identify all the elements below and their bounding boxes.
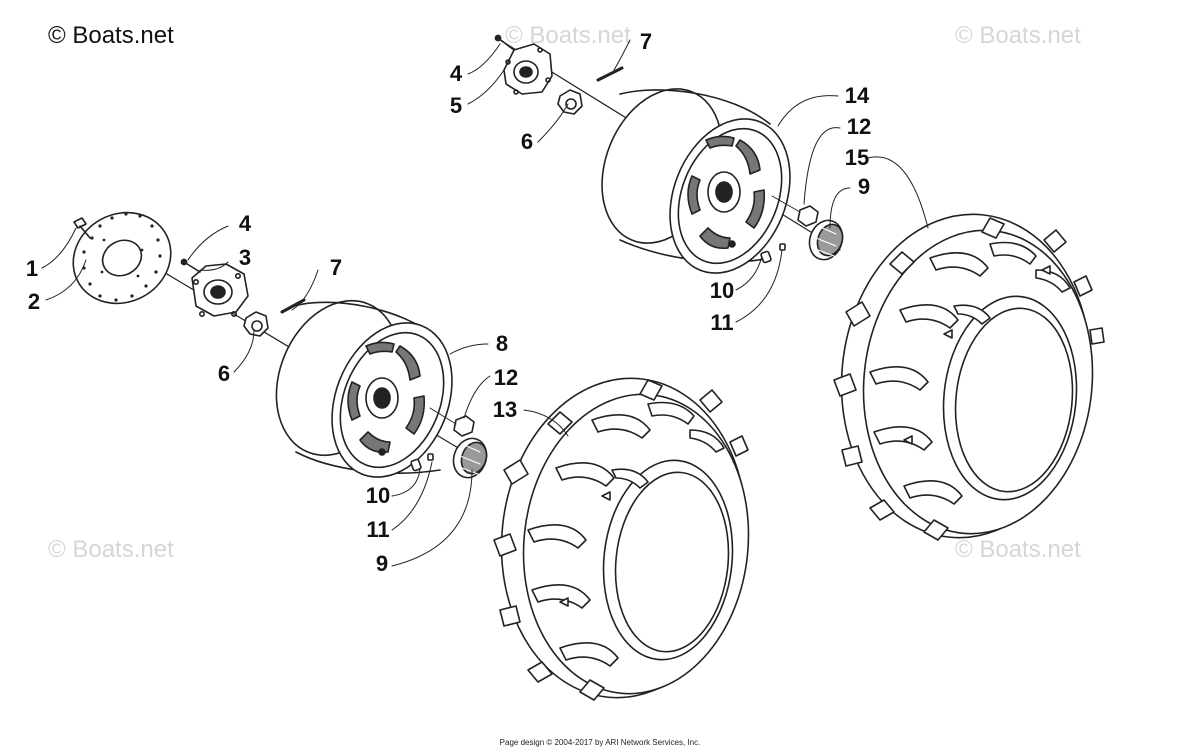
right-castle-nut [557, 89, 583, 115]
page-footer: Page design © 2004-2017 by ARI Network S… [499, 738, 701, 747]
left-stud [180, 258, 201, 273]
callout-6: 6 [217, 361, 231, 386]
right-hub [503, 43, 553, 95]
callout-10-top: 10 [709, 278, 735, 303]
callout-13: 13 [492, 397, 518, 422]
callout-10: 10 [365, 483, 391, 508]
callout-4-top: 4 [449, 61, 463, 86]
left-castle-nut [243, 311, 269, 337]
right-stud [494, 34, 515, 51]
leader-lines [41, 39, 929, 567]
right-rim [601, 88, 791, 274]
right-center-cap [808, 219, 844, 261]
disc-bolt [73, 217, 91, 239]
left-hub [191, 263, 249, 317]
brand-label: © Boats.net [48, 22, 174, 49]
tire-15 [833, 213, 1105, 541]
tire-13 [493, 377, 750, 701]
callout-6-top: 6 [520, 129, 534, 154]
callout-3: 3 [238, 245, 252, 270]
callout-9: 9 [375, 551, 389, 576]
left-lug-nut [429, 407, 475, 437]
left-rim [275, 299, 453, 478]
callout-12-top: 12 [846, 114, 872, 139]
brake-disc [72, 211, 172, 305]
callout-9-top: 9 [857, 174, 871, 199]
callout-8: 8 [495, 331, 509, 356]
callout-5: 5 [449, 93, 463, 118]
right-lug-nut [771, 195, 819, 227]
left-center-cap [452, 437, 488, 479]
left-valve-stem [410, 453, 434, 472]
callout-15: 15 [844, 145, 870, 170]
callout-11: 11 [366, 517, 390, 542]
callout-14: 14 [844, 83, 870, 108]
callout-4: 4 [238, 211, 252, 236]
callout-7: 7 [329, 255, 343, 280]
callout-7-top: 7 [639, 29, 653, 54]
watermark-top-right: © Boats.net [955, 22, 1081, 49]
callout-1: 1 [25, 256, 39, 281]
callout-12: 12 [493, 365, 519, 390]
callout-2: 2 [27, 289, 41, 314]
right-cotter-pin [596, 66, 624, 82]
callout-11-top: 11 [710, 310, 734, 335]
watermark-bottom-right: © Boats.net [955, 536, 1081, 563]
watermark-bottom-left: © Boats.net [48, 536, 174, 563]
left-cotter-pin [280, 298, 306, 314]
right-valve-stem [760, 243, 786, 264]
watermark-top-center: © Boats.net [505, 22, 631, 49]
